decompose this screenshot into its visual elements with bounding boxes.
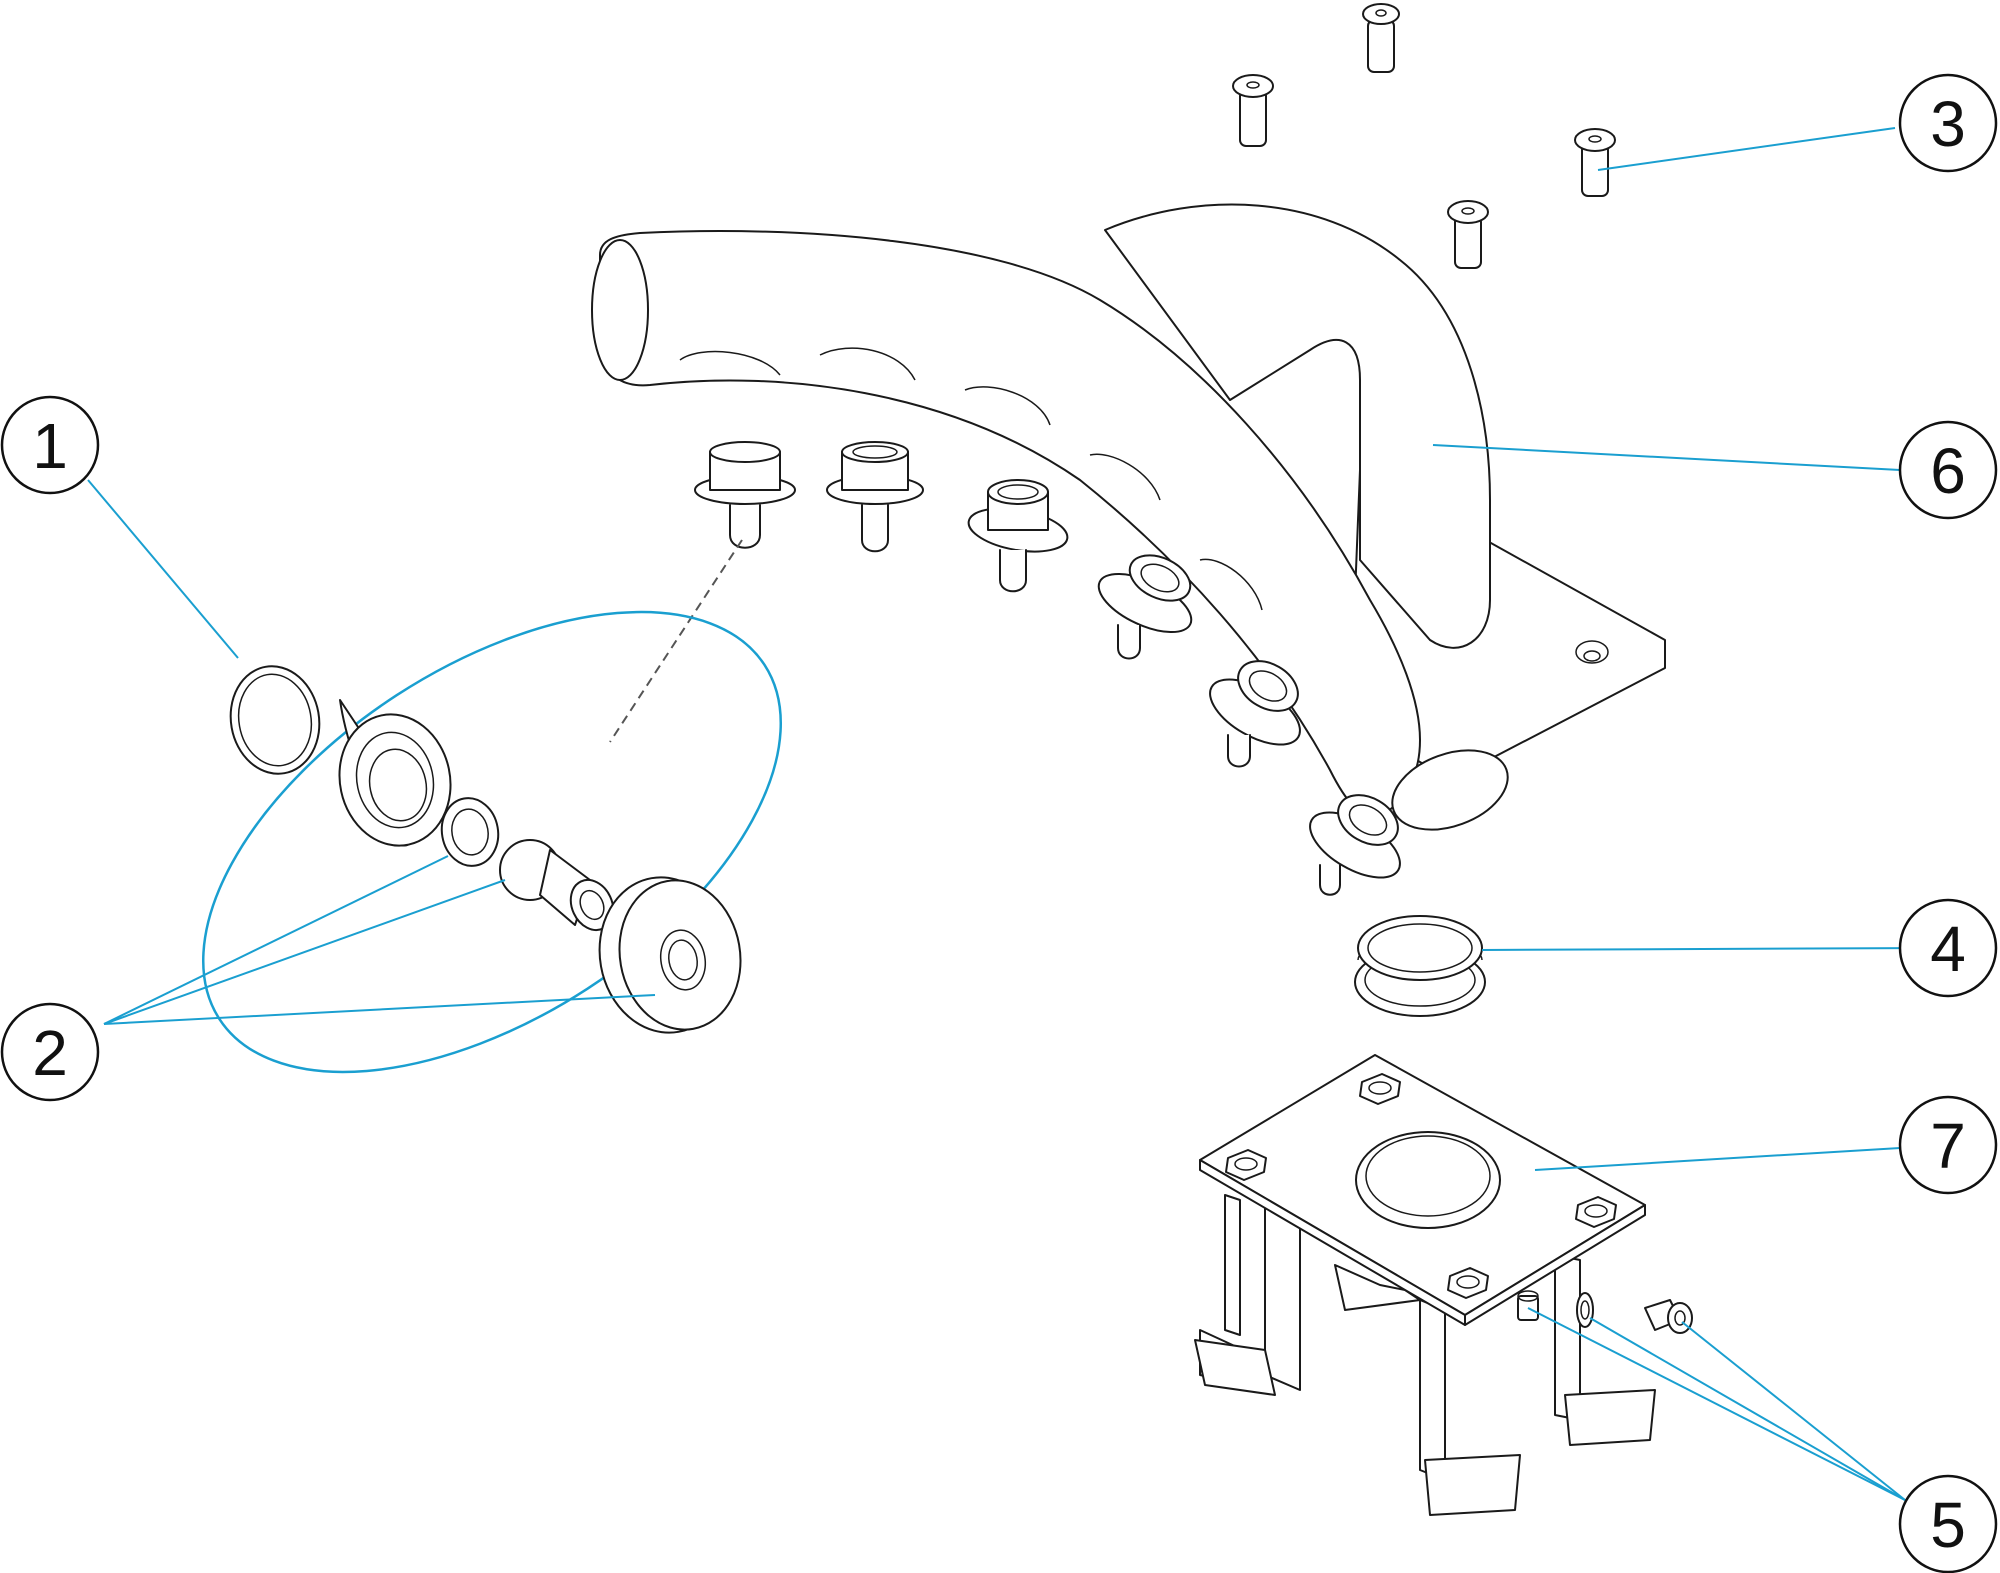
callout-label: 5 xyxy=(1930,1489,1966,1561)
leader-4 xyxy=(1481,947,1926,951)
bolt xyxy=(1644,1299,1693,1334)
hex-nut xyxy=(1359,1073,1401,1105)
hex-nut xyxy=(1225,1149,1267,1181)
callout-4: 4 xyxy=(1898,898,1998,998)
hex-nut xyxy=(1447,1267,1489,1299)
leader-5c xyxy=(1681,1321,1906,1501)
detail-connector xyxy=(609,539,743,743)
callout-label: 1 xyxy=(32,410,68,482)
screw xyxy=(1232,74,1274,147)
leader-1 xyxy=(87,479,239,659)
callout-label: 6 xyxy=(1930,435,1966,507)
callout-3: 3 xyxy=(1898,73,1998,173)
nozzle-group xyxy=(694,441,1401,896)
leader-2b xyxy=(103,879,506,1025)
mounting-bracket xyxy=(1194,1054,1656,1516)
ball-insert xyxy=(499,839,615,932)
nozzle xyxy=(1097,554,1193,660)
lock-washer xyxy=(1576,1292,1594,1328)
leader-5a xyxy=(1527,1307,1906,1501)
leader-3 xyxy=(1597,127,1896,171)
nut xyxy=(1517,1290,1539,1321)
callout-6: 6 xyxy=(1898,420,1998,520)
threaded-body xyxy=(338,699,452,847)
hex-nut xyxy=(1575,1196,1617,1228)
callout-7: 7 xyxy=(1898,1095,1998,1195)
leader-lines xyxy=(87,127,1926,1501)
leader-2c xyxy=(103,994,656,1025)
screw xyxy=(1447,200,1489,269)
screw xyxy=(1574,128,1616,197)
cover-ring xyxy=(598,876,742,1034)
manifold xyxy=(591,203,1666,831)
nozzle xyxy=(694,441,796,549)
nozzle xyxy=(967,479,1069,593)
leader-6 xyxy=(1432,444,1901,471)
screw xyxy=(1362,3,1400,73)
callout-label: 7 xyxy=(1930,1110,1966,1182)
callout-1: 1 xyxy=(0,395,100,495)
nozzle xyxy=(1309,794,1401,896)
callout-label: 4 xyxy=(1930,913,1966,985)
callout-2: 2 xyxy=(0,1002,100,1102)
callout-label: 3 xyxy=(1930,88,1966,160)
detail-oval xyxy=(201,610,783,1074)
o-ring xyxy=(229,665,321,775)
leader-7 xyxy=(1534,1147,1901,1171)
callout-5: 5 xyxy=(1898,1474,1998,1573)
nozzle xyxy=(1209,660,1301,768)
seal-ring xyxy=(1354,915,1486,1017)
screw-group xyxy=(1232,3,1616,269)
leader-2a xyxy=(103,855,449,1025)
callout-label: 2 xyxy=(32,1017,68,1089)
leader-5b xyxy=(1589,1317,1906,1501)
nozzle xyxy=(826,441,924,553)
nozzle-detail xyxy=(201,610,783,1074)
